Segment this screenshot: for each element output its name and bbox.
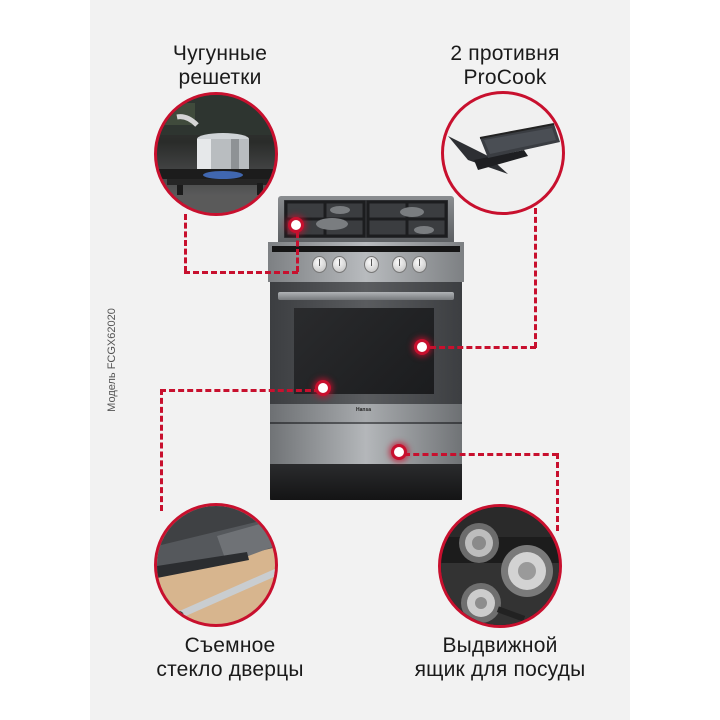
feature-title-line1: 2 противня [450,42,560,65]
feature-title-line2: ящик для посуды [414,658,586,681]
stove-plinth [270,464,462,500]
removable-door-glass-photo [154,503,278,627]
cast-iron-grates-photo [154,92,278,216]
baking-trays-icon [448,123,560,174]
control-panel-strip [272,246,460,252]
hotspot-pull-out-drawer[interactable] [391,444,407,460]
connector-drawer-vertical [556,453,559,531]
connector-glass-horizontal [160,389,320,392]
connector-glass-vertical [160,389,163,511]
burner-grates-icon [284,200,448,238]
hotspot-procook-trays[interactable] [414,339,430,355]
feature-title-line2: стекло дверцы [156,658,304,681]
pull-out-drawer-photo [438,504,562,628]
knob-3[interactable] [364,256,379,273]
oven-door-glass [294,308,434,394]
feature-title-line1: Выдвижной [442,634,558,657]
connector-trays-vertical [534,208,537,348]
feature-title-line2: ProCook [463,66,547,89]
knob-1[interactable] [312,256,327,273]
hotspot-cast-iron-grates[interactable] [288,217,304,233]
brand-badge: Hansa [356,407,372,413]
feature-title-line1: Чугунные [172,42,268,65]
knob-2[interactable] [332,256,347,273]
connector-trays-horizontal [430,346,536,349]
feature-title-procook-trays: 2 противня ProCook [420,42,590,90]
connector-grates-horizontal [184,271,298,274]
connector-grates-vertical-a [184,214,187,272]
connector-drawer-horizontal [404,453,558,456]
feature-title-cast-iron-grates: Чугунные решетки [140,42,300,90]
hotspot-removable-door-glass[interactable] [315,380,331,396]
storage-drawer[interactable] [270,424,462,464]
feature-title-line2: решетки [178,66,262,89]
feature-title-pull-out-drawer: Выдвижной ящик для посуды [400,634,600,682]
knob-5[interactable] [412,256,427,273]
knob-4[interactable] [392,256,407,273]
cookware-drawer-icon [441,507,559,625]
brand-strip [270,404,462,422]
connector-grates-vertical-b [296,232,299,272]
model-label: Модель FCGX62020 [106,308,118,412]
feature-title-removable-door-glass: Съемное стекло дверцы [130,634,330,682]
feature-title-line1: Съемное [184,634,276,657]
procook-trays-photo [441,91,565,215]
oven-handle[interactable] [278,292,454,300]
